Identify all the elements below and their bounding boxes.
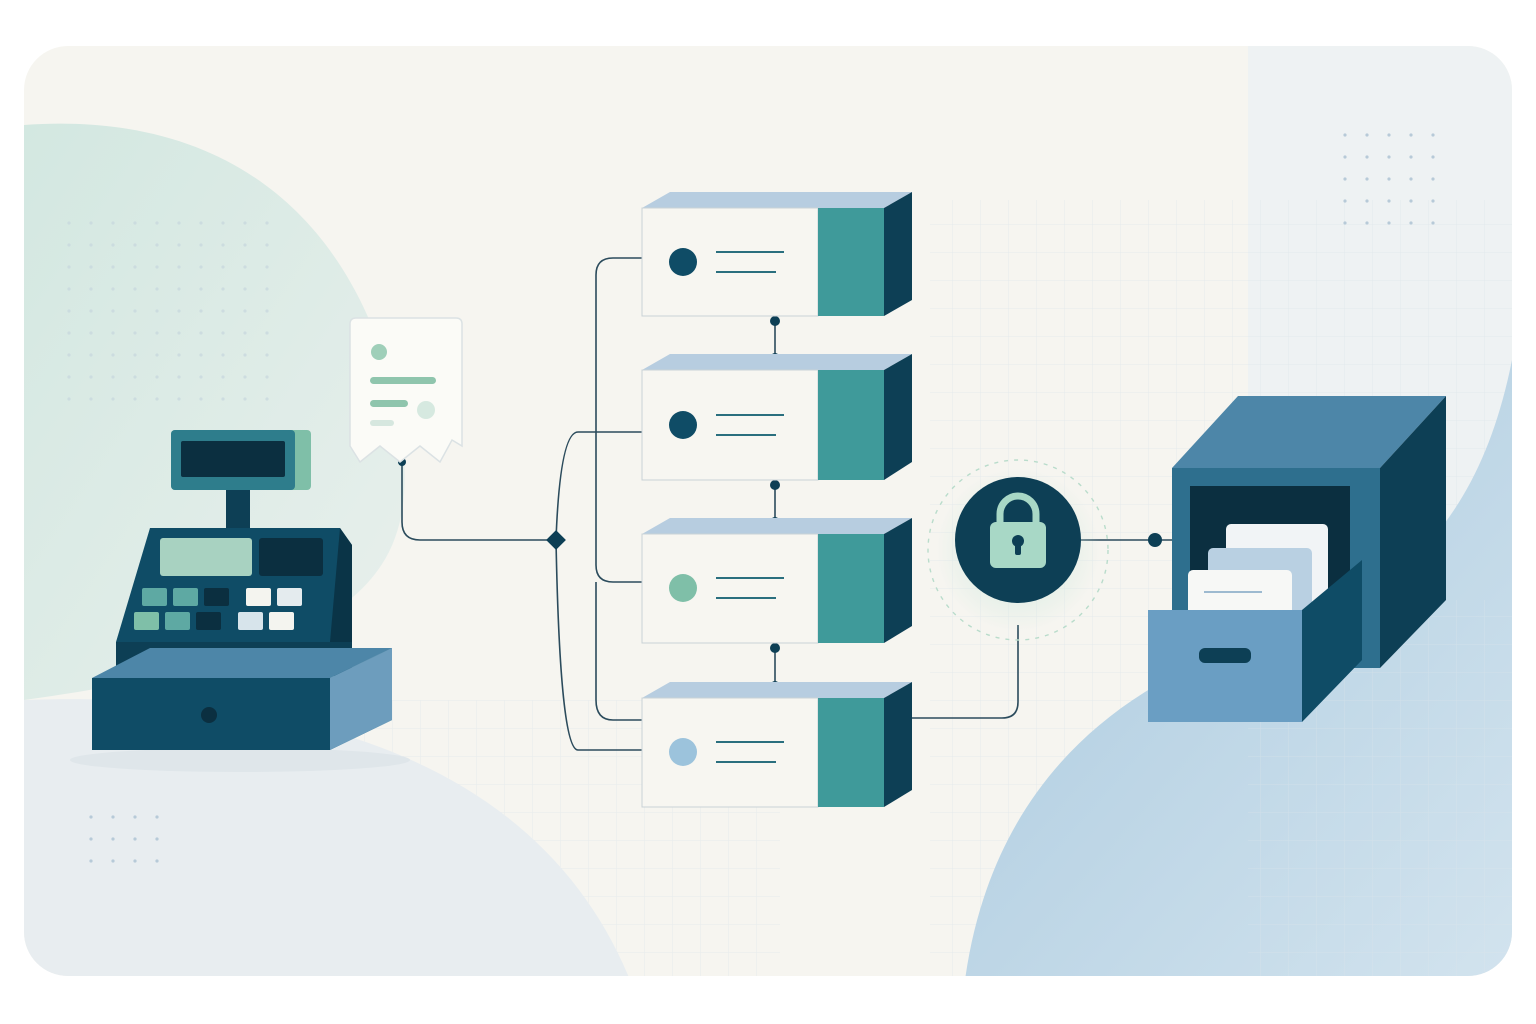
receipt [349, 317, 463, 464]
cabinet-drawer [1148, 610, 1302, 722]
server-4-status-dot [669, 738, 697, 766]
lock-node [927, 459, 1109, 641]
server-4 [641, 682, 912, 808]
branch-junction-diamond [546, 530, 566, 550]
register-keypad-left [134, 588, 229, 630]
server-1-status-dot [669, 248, 697, 276]
server-3 [641, 518, 912, 644]
drawer-knob [201, 707, 217, 723]
file-cabinet [1148, 396, 1446, 722]
server-1 [641, 192, 912, 317]
padlock-icon [990, 492, 1046, 568]
cash-register [70, 430, 410, 772]
server-2 [641, 354, 912, 481]
server-2-status-dot [669, 411, 697, 439]
receipt-dot [371, 344, 387, 360]
drawer-handle [1199, 648, 1251, 663]
receipt-seal-icon [417, 401, 435, 419]
server-3-status-dot [669, 574, 697, 602]
register-keypad-right [238, 588, 302, 630]
